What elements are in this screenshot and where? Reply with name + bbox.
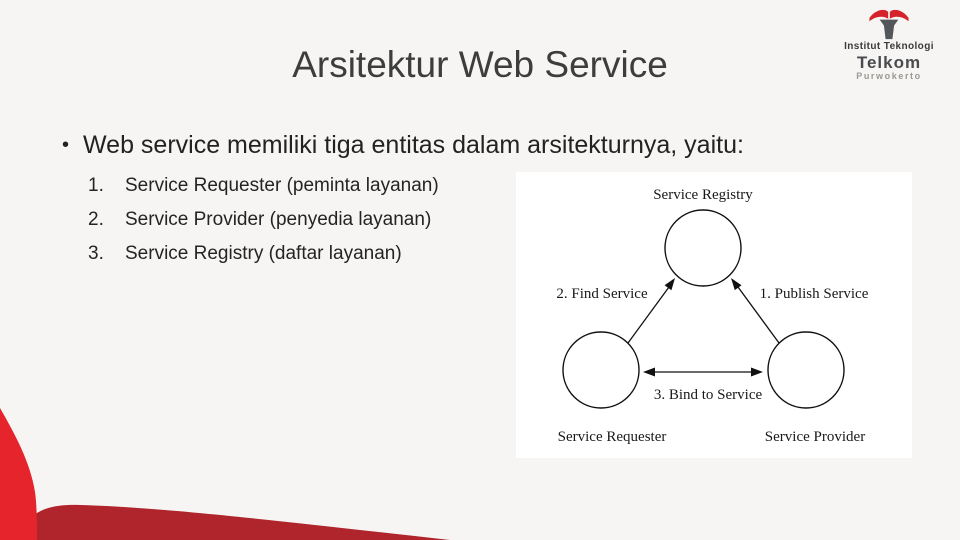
list-item-number: 3. [88, 243, 104, 264]
service-provider-node [767, 331, 845, 409]
bullet-icon: • [62, 134, 70, 156]
publish-service-arrowhead-icon [731, 278, 742, 291]
bind-left-arrowhead-icon [643, 367, 655, 377]
page-title: Arsitektur Web Service [292, 44, 668, 85]
soa-triangle-figure: Service Registry 2. Find Service 1. Publ… [556, 187, 869, 445]
publish-service-arrow [737, 286, 780, 344]
list-item-number: 1. [88, 175, 104, 196]
find-service-arrowhead-icon [664, 278, 675, 291]
logo-text-telkom: Telkom [856, 52, 922, 72]
requester-label: Service Requester [558, 429, 667, 445]
provider-label: Service Provider [765, 429, 865, 445]
logo-text-purwokerto: Purwokerto [856, 71, 922, 82]
entity-list: 1. Service Requester (peminta layanan) 2… [88, 176, 528, 278]
telkom-t-logo-icon [869, 9, 909, 40]
registry-label: Service Registry [653, 187, 753, 203]
bullet-item: • Web service memiliki tiga entitas dala… [62, 131, 922, 160]
list-item-text: Service Provider (penyedia layanan) [125, 209, 432, 230]
bind-service-label: 3. Bind to Service [654, 387, 763, 403]
bullet-text: Web service memiliki tiga entitas dalam … [83, 131, 744, 159]
bind-right-arrowhead-icon [751, 367, 763, 377]
find-service-label: 2. Find Service [556, 286, 648, 302]
list-item: 2. Service Provider (penyedia layanan) [88, 210, 528, 229]
corner-dark-red-shape [16, 504, 450, 540]
list-item-number: 2. [88, 209, 104, 230]
logo-text-institut-teknologi: Institut Teknologi [844, 41, 934, 52]
corner-decoration [0, 408, 450, 540]
ittp-logo: Institut Teknologi Telkom Purwokerto [826, 6, 952, 82]
web-service-architecture-diagram: Service Registry 2. Find Service 1. Publ… [516, 172, 912, 458]
service-registry-node [664, 209, 742, 287]
corner-bright-red-shape [0, 408, 37, 540]
list-item-text: Service Registry (daftar layanan) [125, 243, 402, 264]
list-item-text: Service Requester (peminta layanan) [125, 175, 439, 196]
list-item: 1. Service Requester (peminta layanan) [88, 176, 528, 195]
list-item: 3. Service Registry (daftar layanan) [88, 244, 528, 263]
service-requester-node [562, 331, 640, 409]
publish-service-label: 1. Publish Service [760, 286, 869, 302]
find-service-arrow [627, 286, 670, 344]
